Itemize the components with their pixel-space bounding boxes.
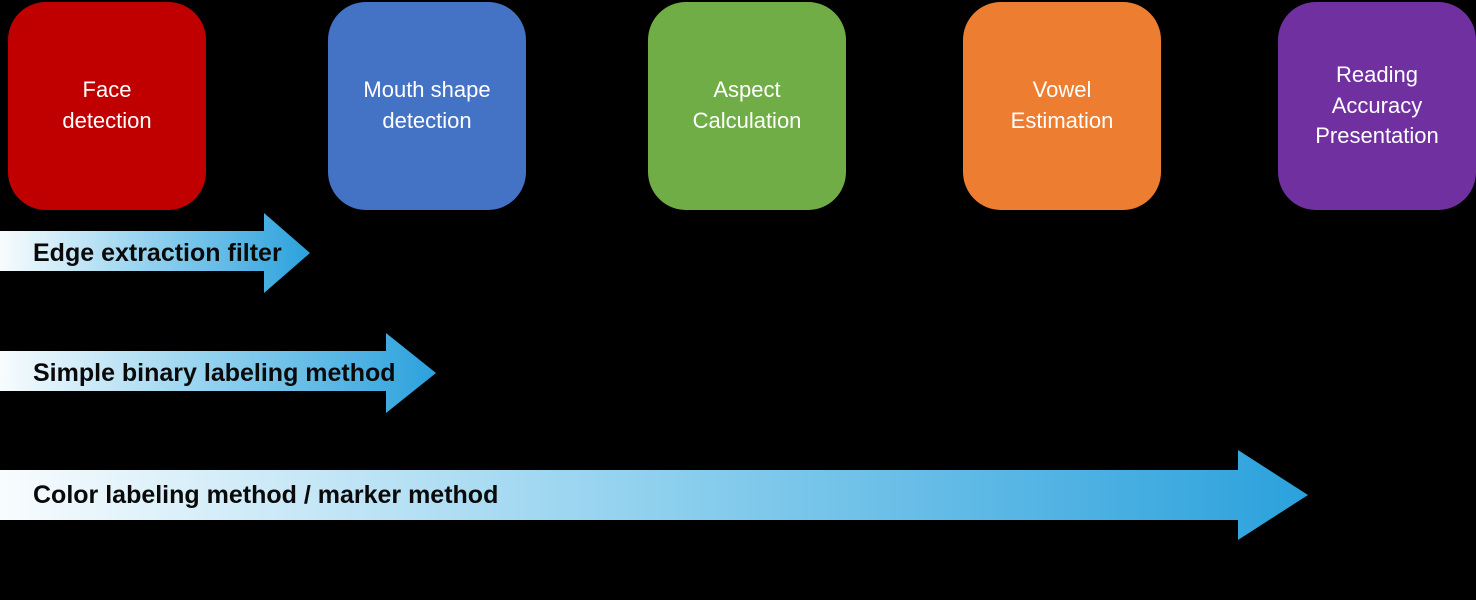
arrow-color-labeling-marker: Color labeling method / marker method: [0, 448, 1312, 542]
arrow-label: Edge extraction filter: [33, 238, 282, 267]
stage-face-detection: Face detection: [8, 2, 206, 210]
stage-label: Aspect Calculation: [692, 77, 802, 133]
stage-label: Vowel Estimation: [1010, 77, 1114, 133]
arrow-simple-binary-labeling: Simple binary labeling method: [0, 330, 440, 416]
stage-label: Face detection: [62, 77, 152, 133]
arrow-shape: [0, 213, 310, 293]
arrow-label: Simple binary labeling method: [33, 358, 396, 387]
arrow-shape: [0, 333, 436, 413]
stage-aspect-calculation: Aspect Calculation: [648, 2, 846, 210]
stage-label: Reading Accuracy Presentation: [1315, 61, 1439, 149]
arrow-shape: [0, 450, 1308, 540]
arrow-label: Color labeling method / marker method: [33, 480, 499, 509]
stage-reading-accuracy-presentation: Reading Accuracy Presentation: [1278, 2, 1476, 210]
stage-label: Mouth shape detection: [363, 77, 491, 133]
stage-vowel-estimation: Vowel Estimation: [963, 2, 1161, 210]
arrow-edge-extraction-filter: Edge extraction filter: [0, 210, 314, 296]
stage-mouth-shape-detection: Mouth shape detection: [328, 2, 526, 210]
